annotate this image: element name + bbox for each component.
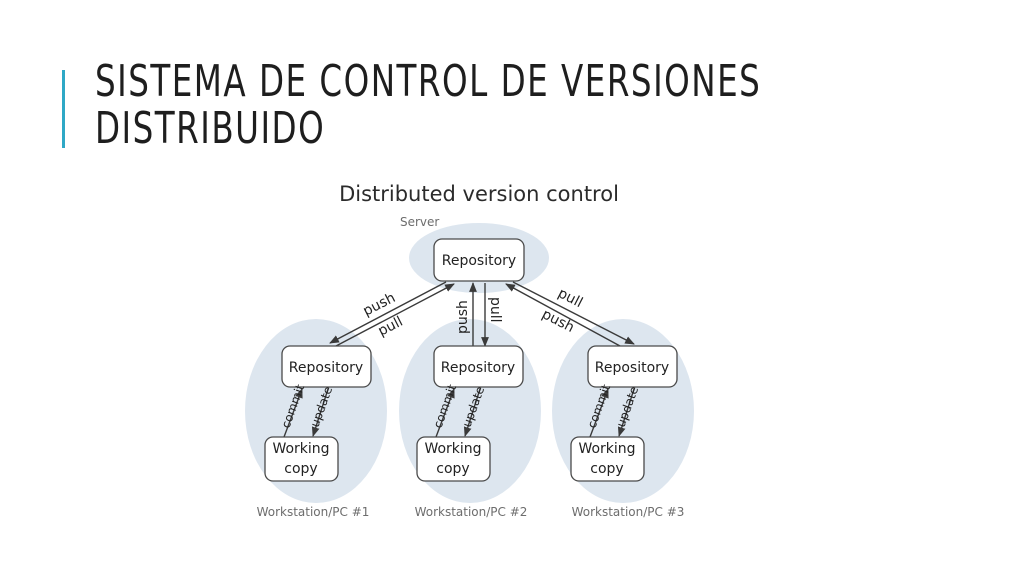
slide-title: SISTEMA DE CONTROL DE VERSIONES DISTRIBU… [95,58,761,152]
push-label-ws3: push [539,306,577,336]
ws2-working-label: Working [424,441,481,457]
ws2-commit-arrow [435,388,455,438]
pull-label-ws2: pull [487,297,503,323]
ws2-update-arrow [463,388,481,437]
ws3-working-label: Working [578,441,635,457]
slide-title-line-1: SISTEMA DE CONTROL DE VERSIONES [95,56,762,107]
workstation-3: Repository commit update Working copy Wo… [570,345,685,519]
push-arrow-ws1 [335,283,455,347]
slide-title-line-2: DISTRIBUIDO [95,103,326,154]
push-arrow-ws3 [505,283,621,347]
ws2-repository-label: Repository [441,360,515,376]
push-label-ws2: push [455,300,471,334]
server-label: Server [400,215,439,229]
ws1-repository-label: Repository [289,360,363,376]
pull-label-ws1: pull [376,314,406,340]
pull-arrow-ws3 [512,281,635,345]
ws1-working-copy-box [264,436,339,482]
ws3-repository-label: Repository [595,360,669,376]
ws1-commit-arrow [283,388,303,438]
pull-arrow-ws1 [329,281,447,344]
server-repository-label: Repository [442,253,516,269]
ws2-label: Workstation/PC #2 [415,505,528,519]
ws3-repository-box [587,345,678,388]
ws3-label: Workstation/PC #3 [572,505,685,519]
ws3-commit-arrow [589,388,609,438]
server-ws2-arrows: push pull [455,282,503,347]
pull-label-ws3: pull [555,285,585,311]
ws2-copy-label: copy [436,461,469,477]
ws3-update-arrow [617,388,635,437]
server-repository-box [433,238,525,282]
ws1-label: Workstation/PC #1 [257,505,370,519]
ws1-repository-box [281,345,372,388]
ws3-copy-label: copy [590,461,623,477]
title-accent-bar [62,70,65,148]
ws3-working-copy-box [570,436,645,482]
ws1-copy-label: copy [284,461,317,477]
ws1-working-label: Working [272,441,329,457]
ws2-repository-box [433,345,524,388]
push-label-ws1: push [361,290,399,320]
diagram-title: Distributed version control [339,182,619,206]
ws2-working-copy-box [416,436,491,482]
ws1-update-arrow [311,388,329,437]
